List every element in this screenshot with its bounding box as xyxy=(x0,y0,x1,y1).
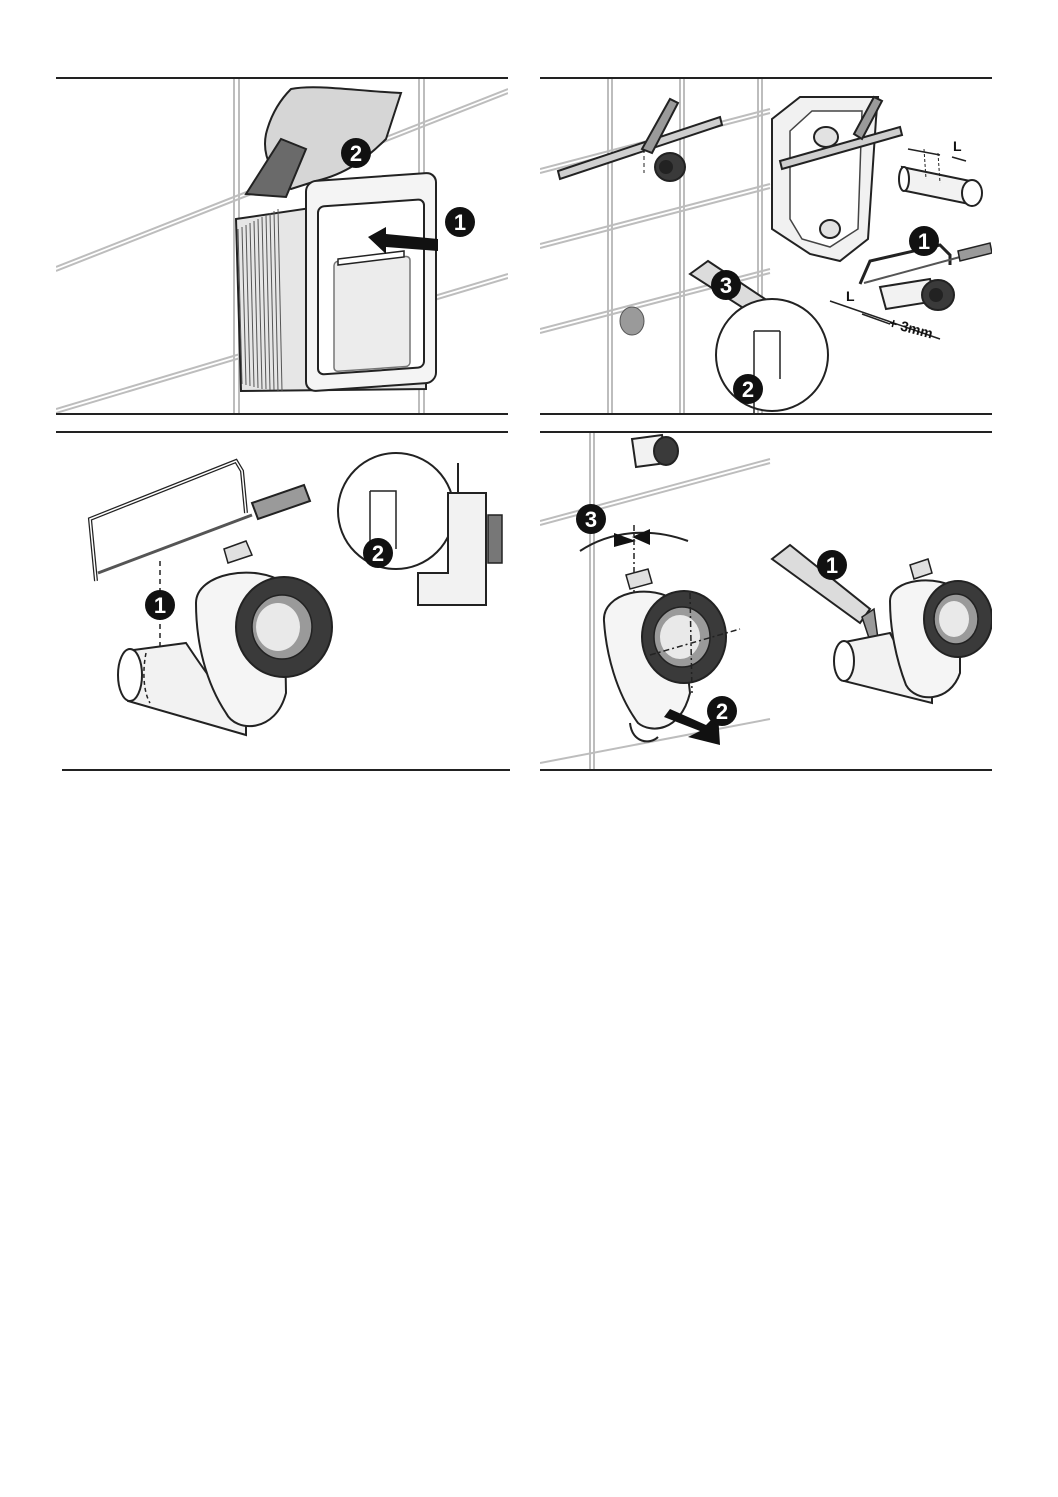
callout-2: 2 xyxy=(363,538,393,568)
svg-text:1: 1 xyxy=(918,229,930,254)
callout-2: 2 xyxy=(707,696,737,726)
saw-cutting-pipe: L + 3mm xyxy=(829,242,992,341)
push-arrow xyxy=(664,709,720,745)
push-arrow xyxy=(368,227,438,254)
box-back-view xyxy=(771,95,904,263)
ruler-and-pencil-left xyxy=(556,97,724,336)
rule-mid-left-b xyxy=(56,431,508,433)
callout-1: 1 xyxy=(909,226,939,256)
callout-2: 2 xyxy=(733,374,763,404)
svg-text:2: 2 xyxy=(716,699,728,724)
svg-text:L: L xyxy=(846,288,855,304)
trap-siphon-mounted xyxy=(602,568,741,745)
rule-bottom-left xyxy=(62,769,510,771)
installation-box xyxy=(234,172,437,393)
svg-text:2: 2 xyxy=(372,541,384,566)
trap-with-lubricant xyxy=(770,543,992,705)
panel-3-illustration: 1 2 xyxy=(87,452,503,737)
svg-text:2: 2 xyxy=(350,141,362,166)
hand-illustration xyxy=(244,86,403,199)
hacksaw xyxy=(87,458,312,681)
alignment-indicator xyxy=(579,525,689,601)
svg-text:L: L xyxy=(953,138,962,154)
callout-1: 1 xyxy=(817,550,847,580)
panel-2-measure-trim: L L + 3mm 1 xyxy=(540,79,992,413)
panel-4-mount-trap: 3 2 1 xyxy=(540,433,992,769)
callout-3: 3 xyxy=(711,270,741,300)
panel-1-cover-install: 2 1 xyxy=(56,79,508,413)
svg-text:+ 3mm: + 3mm xyxy=(887,314,934,341)
rule-mid-left-a xyxy=(56,413,508,415)
rule-bottom-right xyxy=(540,769,992,771)
callout-3: 3 xyxy=(576,504,606,534)
detail-circle xyxy=(337,452,503,606)
trap-siphon xyxy=(117,540,333,737)
rule-top-right xyxy=(540,77,992,79)
panel-2-illustration: L L + 3mm 1 xyxy=(540,79,992,413)
panel-4-illustration: 3 2 1 xyxy=(540,433,992,769)
rule-mid-right-a xyxy=(540,413,992,415)
svg-text:3: 3 xyxy=(720,273,732,298)
svg-text:1: 1 xyxy=(154,593,166,618)
svg-text:1: 1 xyxy=(454,210,466,235)
svg-text:3: 3 xyxy=(585,507,597,532)
pipe-stub xyxy=(630,433,679,469)
detail-circle xyxy=(715,298,829,413)
panel-1-illustration: 2 1 xyxy=(56,79,508,413)
pipe-length-diagram: L xyxy=(898,138,983,207)
callout-1: 1 xyxy=(445,207,475,237)
svg-text:1: 1 xyxy=(826,553,838,578)
rule-top-left xyxy=(56,77,508,79)
callout-1: 1 xyxy=(145,590,175,620)
panel-3-cut-trap: 1 2 xyxy=(56,433,508,769)
callout-2: 2 xyxy=(341,138,371,168)
rule-mid-right-b xyxy=(540,431,992,433)
svg-text:2: 2 xyxy=(742,377,754,402)
